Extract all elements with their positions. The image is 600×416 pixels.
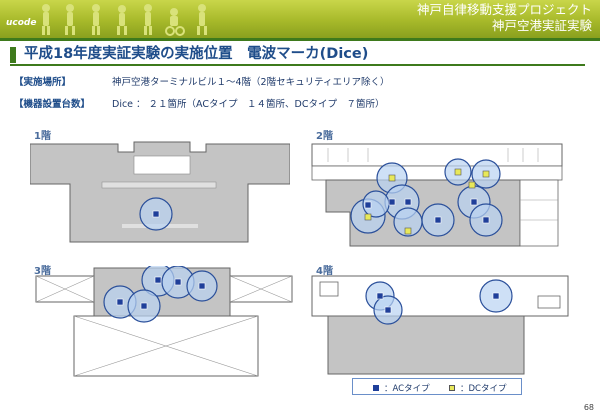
location-label: 【実施場所】	[14, 77, 72, 88]
count-label: 【機器設置台数】	[14, 99, 91, 110]
count-value: Dice ： ２１箇所（ACタイプ １４箇所、DCタイプ ７箇所）	[112, 99, 385, 110]
info-location: 【実施場所】 神戸空港ターミナルビル１～4階（2階セキュリティエリア除く）	[14, 74, 390, 88]
title-marker	[10, 47, 16, 63]
floor-1-label: 1階	[34, 131, 51, 142]
project-name: 神戸自律移動支援プロジェクト	[416, 2, 592, 17]
legend-ac: ：ACタイプ	[373, 382, 430, 394]
floor-2-label: 2階	[316, 131, 333, 142]
page-number: 68	[583, 403, 594, 412]
legend-ac-label: ：ACタイプ	[384, 384, 430, 394]
slide-title-text: 平成18年度実証実験の実施位置 電波マーカ(Dice)	[24, 46, 369, 62]
walking-people-icon	[42, 4, 207, 36]
marker-legend: ：ACタイプ ：DCタイプ	[352, 378, 522, 395]
location-value: 神戸空港ターミナルビル１～4階（2階セキュリティエリア除く）	[112, 77, 390, 88]
floor-4-label: 4階	[316, 266, 333, 277]
legend-dc-label: ：DCタイプ	[460, 384, 507, 394]
ucode-logo: ucode	[6, 18, 37, 28]
ac-square-icon	[373, 385, 379, 391]
dc-square-icon	[449, 385, 455, 391]
floor-2-map	[311, 143, 563, 247]
floor-3-label: 3階	[34, 266, 51, 277]
project-title: 神戸自律移動支援プロジェクト 神戸空港実証実験	[417, 2, 592, 34]
project-subtitle: 神戸空港実証実験	[491, 18, 592, 33]
floor-4-map	[311, 275, 569, 375]
legend-dc: ：DCタイプ	[449, 382, 506, 394]
slide-title: 平成18年度実証実験の実施位置 電波マーカ(Dice)	[10, 44, 585, 66]
floor-1-map	[30, 141, 290, 243]
header-divider	[0, 38, 600, 41]
info-count: 【機器設置台数】 Dice ： ２１箇所（ACタイプ １４箇所、DCタイプ ７箇…	[14, 96, 384, 110]
ac-marker	[152, 210, 160, 218]
header-bar: ucode 神戸自律移動支援プロジェクト 神戸空港実証実験	[0, 0, 600, 38]
floor-3-map	[35, 266, 293, 377]
